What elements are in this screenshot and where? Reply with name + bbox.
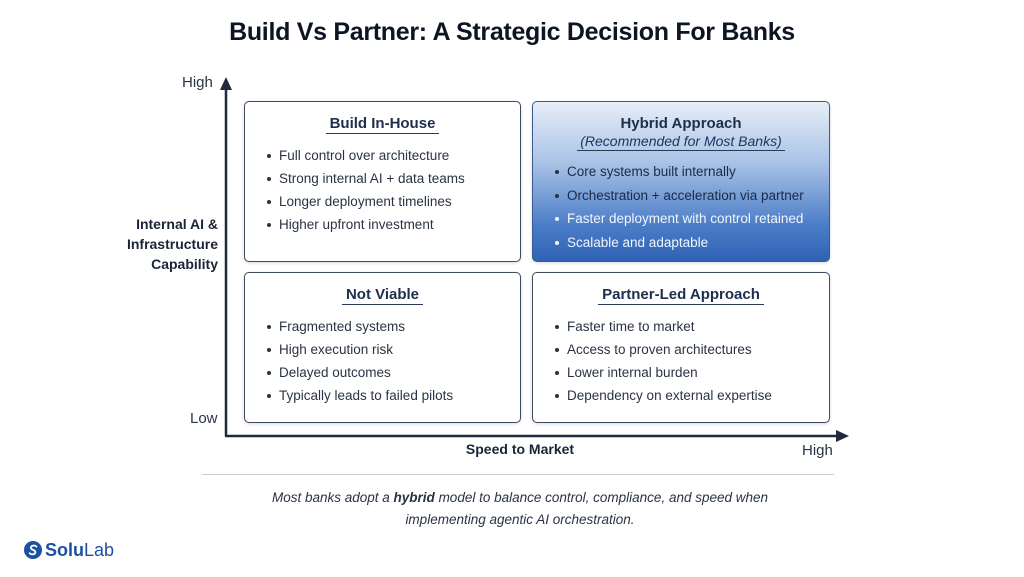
list-item: Faster time to market bbox=[555, 315, 829, 338]
list-item: Delayed outcomes bbox=[267, 361, 520, 384]
page-title: Build Vs Partner: A Strategic Decision F… bbox=[229, 18, 795, 46]
quadrant-list: Full control over architecture Strong in… bbox=[245, 144, 520, 236]
quadrant-hybrid-approach: Hybrid Approach (Recommended for Most Ba… bbox=[532, 101, 830, 262]
list-item: Typically leads to failed pilots bbox=[267, 384, 520, 407]
logo-text-bold: Solu bbox=[45, 539, 84, 560]
quadrant-subheading: (Recommended for Most Banks) bbox=[533, 133, 829, 151]
solulab-logo: SoluLab bbox=[24, 539, 114, 561]
list-item: Lower internal burden bbox=[555, 361, 829, 384]
logo-text-regular: Lab bbox=[84, 539, 115, 560]
quadrant-list: Core systems built internally Orchestrat… bbox=[533, 160, 829, 254]
quadrant-not-viable: Not Viable Fragmented systems High execu… bbox=[244, 272, 521, 423]
list-item: Access to proven architectures bbox=[555, 338, 829, 361]
x-axis-arrow bbox=[836, 430, 849, 442]
caption-bold: hybrid bbox=[393, 490, 435, 505]
list-item: Longer deployment timelines bbox=[267, 190, 520, 213]
list-item: Strong internal AI + data teams bbox=[267, 167, 520, 190]
y-axis-title-line-3: Capability bbox=[151, 256, 218, 272]
quadrant-heading-text: Build In-House bbox=[325, 115, 440, 134]
caption-line-1: Most banks adopt a hybrid model to balan… bbox=[200, 487, 840, 509]
list-item: High execution risk bbox=[267, 338, 520, 361]
list-item: Dependency on external expertise bbox=[555, 384, 829, 407]
caption-divider bbox=[202, 474, 834, 475]
quadrant-partner-led-approach: Partner-Led Approach Faster time to mark… bbox=[532, 272, 830, 423]
quadrant-heading: Hybrid Approach bbox=[533, 115, 829, 132]
quadrant-list: Faster time to market Access to proven a… bbox=[533, 315, 829, 407]
quadrant-build-in-house: Build In-House Full control over archite… bbox=[244, 101, 521, 262]
quadrant-list: Fragmented systems High execution risk D… bbox=[245, 315, 520, 407]
list-item: Core systems built internally bbox=[555, 160, 829, 184]
quadrant-heading-text: Not Viable bbox=[341, 286, 424, 305]
quadrant-heading: Not Viable bbox=[245, 286, 520, 305]
solulab-logo-text: SoluLab bbox=[45, 540, 114, 561]
quadrant-subheading-text: (Recommended for Most Banks) bbox=[577, 133, 785, 151]
quadrant-heading: Build In-House bbox=[245, 115, 520, 134]
x-axis-high-label: High bbox=[802, 442, 833, 459]
quadrant-heading-text: Partner-Led Approach bbox=[598, 286, 764, 305]
list-item: Full control over architecture bbox=[267, 144, 520, 167]
caption-post: model to balance control, compliance, an… bbox=[434, 490, 769, 505]
solulab-logo-icon bbox=[24, 541, 42, 559]
list-item: Orchestration + acceleration via partner bbox=[555, 184, 829, 208]
y-axis-arrow bbox=[220, 77, 232, 90]
list-item: Faster deployment with control retained bbox=[555, 207, 829, 231]
y-axis-high-label: High bbox=[182, 74, 213, 91]
y-axis-low-label: Low bbox=[190, 410, 218, 427]
list-item: Higher upfront investment bbox=[267, 213, 520, 236]
list-item: Fragmented systems bbox=[267, 315, 520, 338]
x-axis-title: Speed to Market bbox=[465, 441, 575, 457]
y-axis-title: Internal AI & Infrastructure Capability bbox=[112, 214, 218, 274]
caption: Most banks adopt a hybrid model to balan… bbox=[200, 487, 840, 531]
caption-pre: Most banks adopt a bbox=[271, 490, 394, 505]
quadrant-heading-text: Hybrid Approach bbox=[620, 115, 742, 132]
caption-line-2: implementing agentic AI orchestration. bbox=[405, 512, 635, 527]
quadrant-heading: Partner-Led Approach bbox=[533, 286, 829, 305]
y-axis-title-line-2: Infrastructure bbox=[126, 236, 218, 252]
list-item: Scalable and adaptable bbox=[555, 231, 829, 255]
y-axis-title-line-1: Internal AI & bbox=[136, 216, 218, 232]
